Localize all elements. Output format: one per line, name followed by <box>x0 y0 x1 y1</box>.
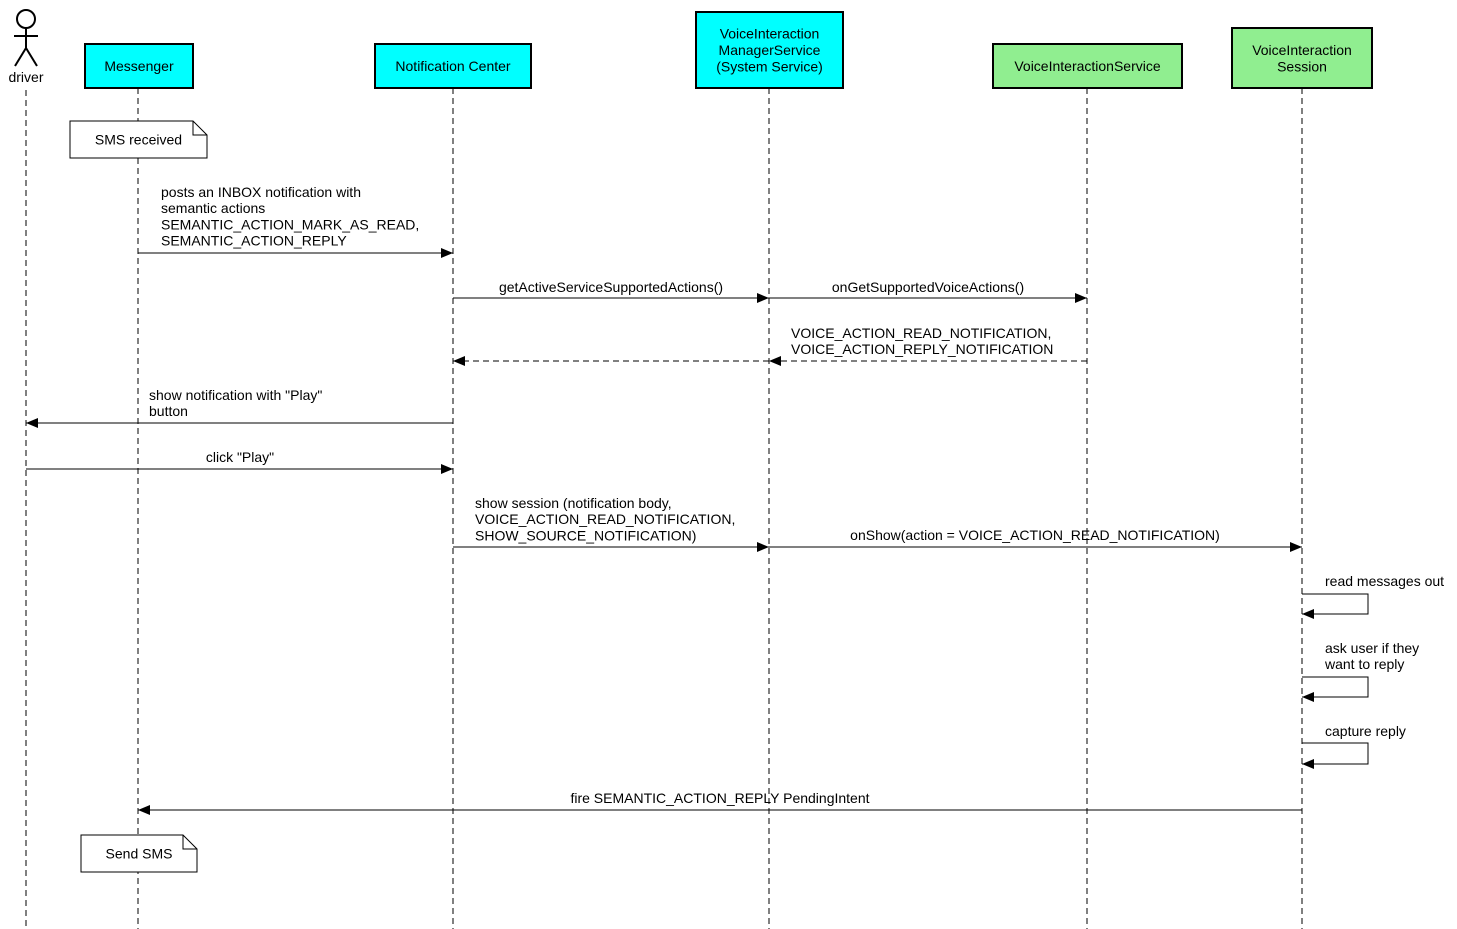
participant-vis: VoiceInteractionService <box>992 43 1183 89</box>
driver-actor-icon <box>14 9 38 67</box>
note-send-sms-text: Send SMS <box>106 846 173 862</box>
message-label-line-1: onGetSupportedVoiceActions() <box>832 279 1024 295</box>
message-label-line-2: button <box>149 403 188 419</box>
message-show-notification: show notification with "Play"button <box>26 387 453 428</box>
note-sms-received-text: SMS received <box>95 132 182 148</box>
participant-vims-label-line-1: VoiceInteraction <box>720 26 820 42</box>
message-click-play: click "Play" <box>26 449 453 474</box>
self-call-arrow <box>1302 676 1369 702</box>
message-label-line-3: SHOW_SOURCE_NOTIFICATION) <box>475 527 696 543</box>
message-label-line-1: posts an INBOX notification with <box>161 184 361 200</box>
message-label-line-2: want to reply <box>1324 656 1404 672</box>
message-label-line-1: ask user if they <box>1325 640 1419 656</box>
message-label-line-2: VOICE_ACTION_READ_NOTIFICATION, <box>475 511 735 527</box>
message-label-line-1: capture reply <box>1325 723 1406 739</box>
message-fire-pending-intent: fire SEMANTIC_ACTION_REPLY PendingIntent <box>138 790 1302 815</box>
participant-vis-label-line-1: VoiceInteractionService <box>1014 58 1161 74</box>
participant-notification-center-label-line-1: Notification Center <box>395 58 511 74</box>
message-label-line-4: SEMANTIC_ACTION_REPLY <box>161 233 347 249</box>
message-label-line-2: VOICE_ACTION_REPLY_NOTIFICATION <box>791 341 1053 357</box>
self-call-arrow <box>1302 593 1369 619</box>
driver-actor-label: driver <box>8 69 43 85</box>
note-sms-received: SMS received <box>69 120 208 159</box>
participant-messenger: Messenger <box>84 43 194 89</box>
participant-notification-center: Notification Center <box>374 43 532 89</box>
message-label-line-1: show notification with "Play" <box>149 387 322 403</box>
message-label-line-1: getActiveServiceSupportedActions() <box>499 279 723 295</box>
message-label-line-2: semantic actions <box>161 200 265 216</box>
message-label-line-1: VOICE_ACTION_READ_NOTIFICATION, <box>791 325 1051 341</box>
message-label-line-3: SEMANTIC_ACTION_MARK_AS_READ, <box>161 216 419 232</box>
participant-session-label-line-1: VoiceInteraction <box>1252 42 1352 58</box>
participant-messenger-label-line-1: Messenger <box>104 58 174 74</box>
message-label-line-1: read messages out <box>1325 573 1444 589</box>
message-label-line-1: onShow(action = VOICE_ACTION_READ_NOTIFI… <box>850 527 1220 543</box>
message-supported-voice-actions-return: VOICE_ACTION_READ_NOTIFICATION,VOICE_ACT… <box>453 325 1087 366</box>
message-capture-reply: capture reply <box>1302 723 1406 769</box>
participant-vims-label-line-2: ManagerService <box>719 42 821 58</box>
message-post-inbox-notification: posts an INBOX notification withsemantic… <box>138 184 453 258</box>
message-label-line-1: fire SEMANTIC_ACTION_REPLY PendingIntent <box>570 790 869 806</box>
message-label-line-1: click "Play" <box>206 449 274 465</box>
participant-vims-label-line-3: (System Service) <box>716 59 823 75</box>
self-call-arrow <box>1302 742 1369 769</box>
participant-session-label-line-2: Session <box>1277 58 1327 74</box>
message-show-session: show session (notification body,VOICE_AC… <box>453 495 769 552</box>
message-get-active-service-supported-actions: getActiveServiceSupportedActions() <box>453 279 769 303</box>
note-send-sms: Send SMS <box>80 834 198 873</box>
message-on-show: onShow(action = VOICE_ACTION_READ_NOTIFI… <box>769 527 1302 552</box>
message-label-line-1: show session (notification body, <box>475 495 672 511</box>
message-on-get-supported-voice-actions: onGetSupportedVoiceActions() <box>769 279 1087 303</box>
message-read-messages-out: read messages out <box>1302 573 1444 619</box>
